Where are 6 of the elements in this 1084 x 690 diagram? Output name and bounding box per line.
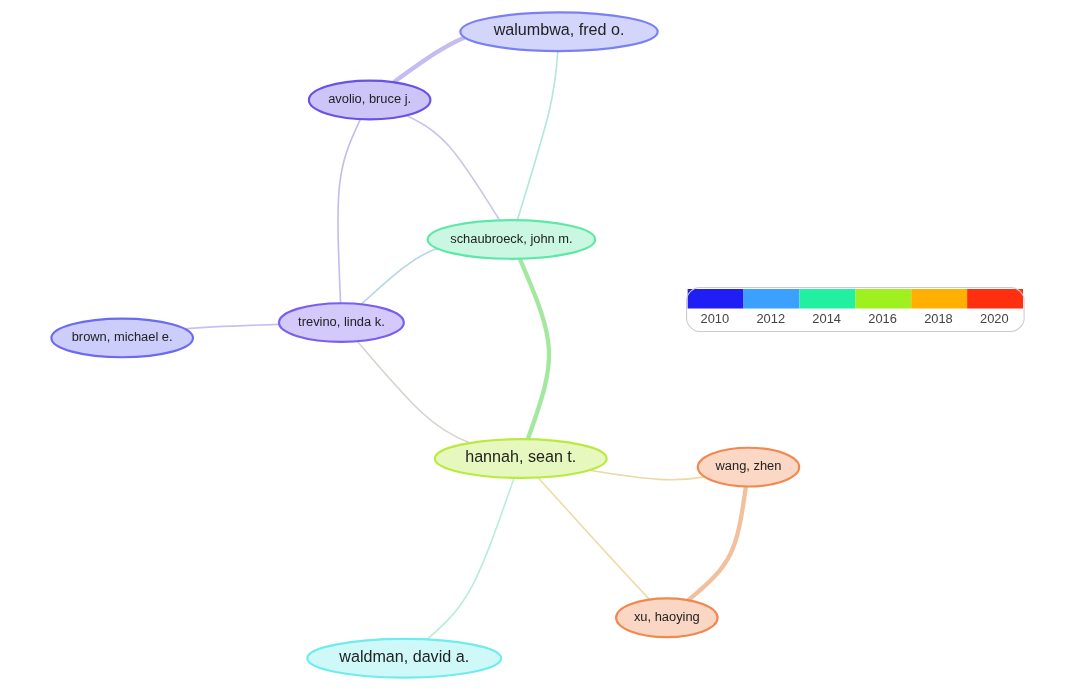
legend-label: 2016	[868, 311, 897, 327]
legend-label: 2020	[980, 311, 1009, 327]
legend-label: 2014	[812, 311, 841, 327]
legend-label: 2010	[700, 311, 730, 327]
legend-label: 2018	[924, 311, 953, 327]
legend-label: 2012	[756, 311, 786, 327]
